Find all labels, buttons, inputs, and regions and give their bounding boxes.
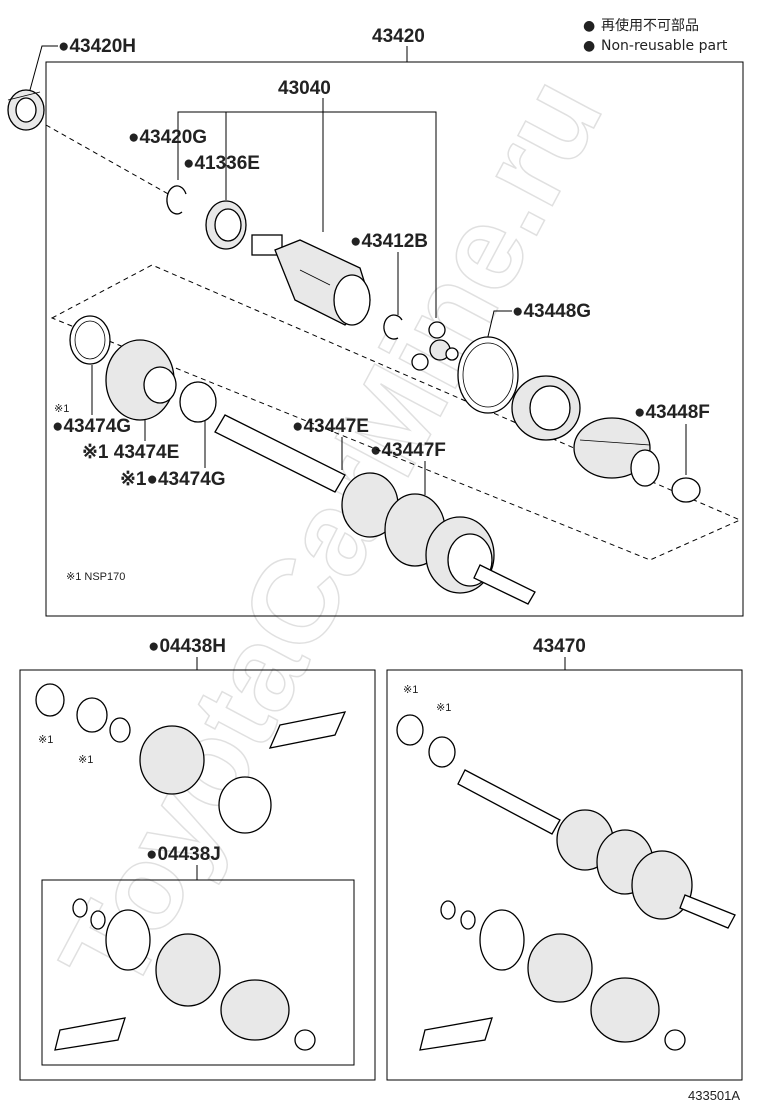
main-frame: [45, 61, 744, 617]
label-43412B: ●43412B: [350, 231, 428, 252]
snapring-43412B: [383, 314, 403, 340]
clamp-43474G-a: [69, 315, 111, 365]
kit-left-sub-frame: [41, 879, 355, 1066]
label-04438H: ●04438H: [148, 636, 226, 657]
label-43448G: ●43448G: [512, 301, 591, 322]
boot-inner: [511, 375, 660, 487]
legend: ● 再使用不可部品 ● Non-reusable part: [583, 17, 728, 54]
label-43448F: ●43448F: [634, 402, 710, 423]
clamp-43474G-b: [179, 381, 217, 423]
boot-43474E: [105, 339, 177, 421]
footnote-nsp170: ※1 NSP170: [66, 571, 125, 583]
kit-left-sub-parts: [54, 898, 316, 1051]
label-43420G: ●43420G: [128, 127, 207, 148]
clamp-43448G: [457, 336, 519, 414]
mark-right-2: ※1: [436, 702, 451, 714]
svg-text:ToyotaCarMine.ru: ToyotaCarMine.ru: [35, 56, 628, 1012]
label-43447E: ●43447E: [292, 416, 369, 437]
clamp-43448F: [671, 477, 701, 503]
label-43420: 43420: [372, 26, 425, 47]
inner-joint-43040: [251, 234, 371, 326]
svg-text:再使用不可部品: 再使用不可部品: [601, 17, 699, 34]
mark-right-1: ※1: [403, 684, 418, 696]
kit-right-parts: [396, 714, 736, 1051]
label-04438J: ●04438J: [146, 844, 221, 865]
mark-left-1: ※1: [38, 734, 53, 746]
subassembly-outline: [50, 264, 742, 561]
label-43420H: ●43420H: [58, 36, 136, 57]
label-41336E: ●41336E: [183, 153, 260, 174]
mark-left-2: ※1: [78, 754, 93, 766]
label-43474G-b: ※1●43474G: [120, 469, 226, 490]
circlip-43420G: [166, 185, 187, 215]
kit-left-parts: [35, 683, 347, 834]
mark-43474G-a: ※1: [54, 403, 69, 415]
drive-shaft: [214, 414, 536, 605]
svg-text:●: ●: [583, 38, 595, 54]
svg-text:●: ●: [583, 18, 595, 34]
label-43474E: ※1 43474E: [82, 442, 179, 463]
bearing-43420H: [7, 89, 45, 131]
label-43470: 43470: [533, 636, 586, 657]
label-43474G-a: ●43474G: [52, 416, 131, 437]
seal-41336E: [205, 200, 247, 250]
tripod-joint: [411, 321, 459, 371]
diagram-code: 433501A: [688, 1088, 740, 1103]
label-43040: 43040: [278, 78, 331, 99]
watermark: ToyotaCarMine.ru: [34, 56, 629, 1013]
label-43447F: ●43447F: [370, 440, 446, 461]
svg-text:Non-reusable part: Non-reusable part: [601, 38, 728, 54]
